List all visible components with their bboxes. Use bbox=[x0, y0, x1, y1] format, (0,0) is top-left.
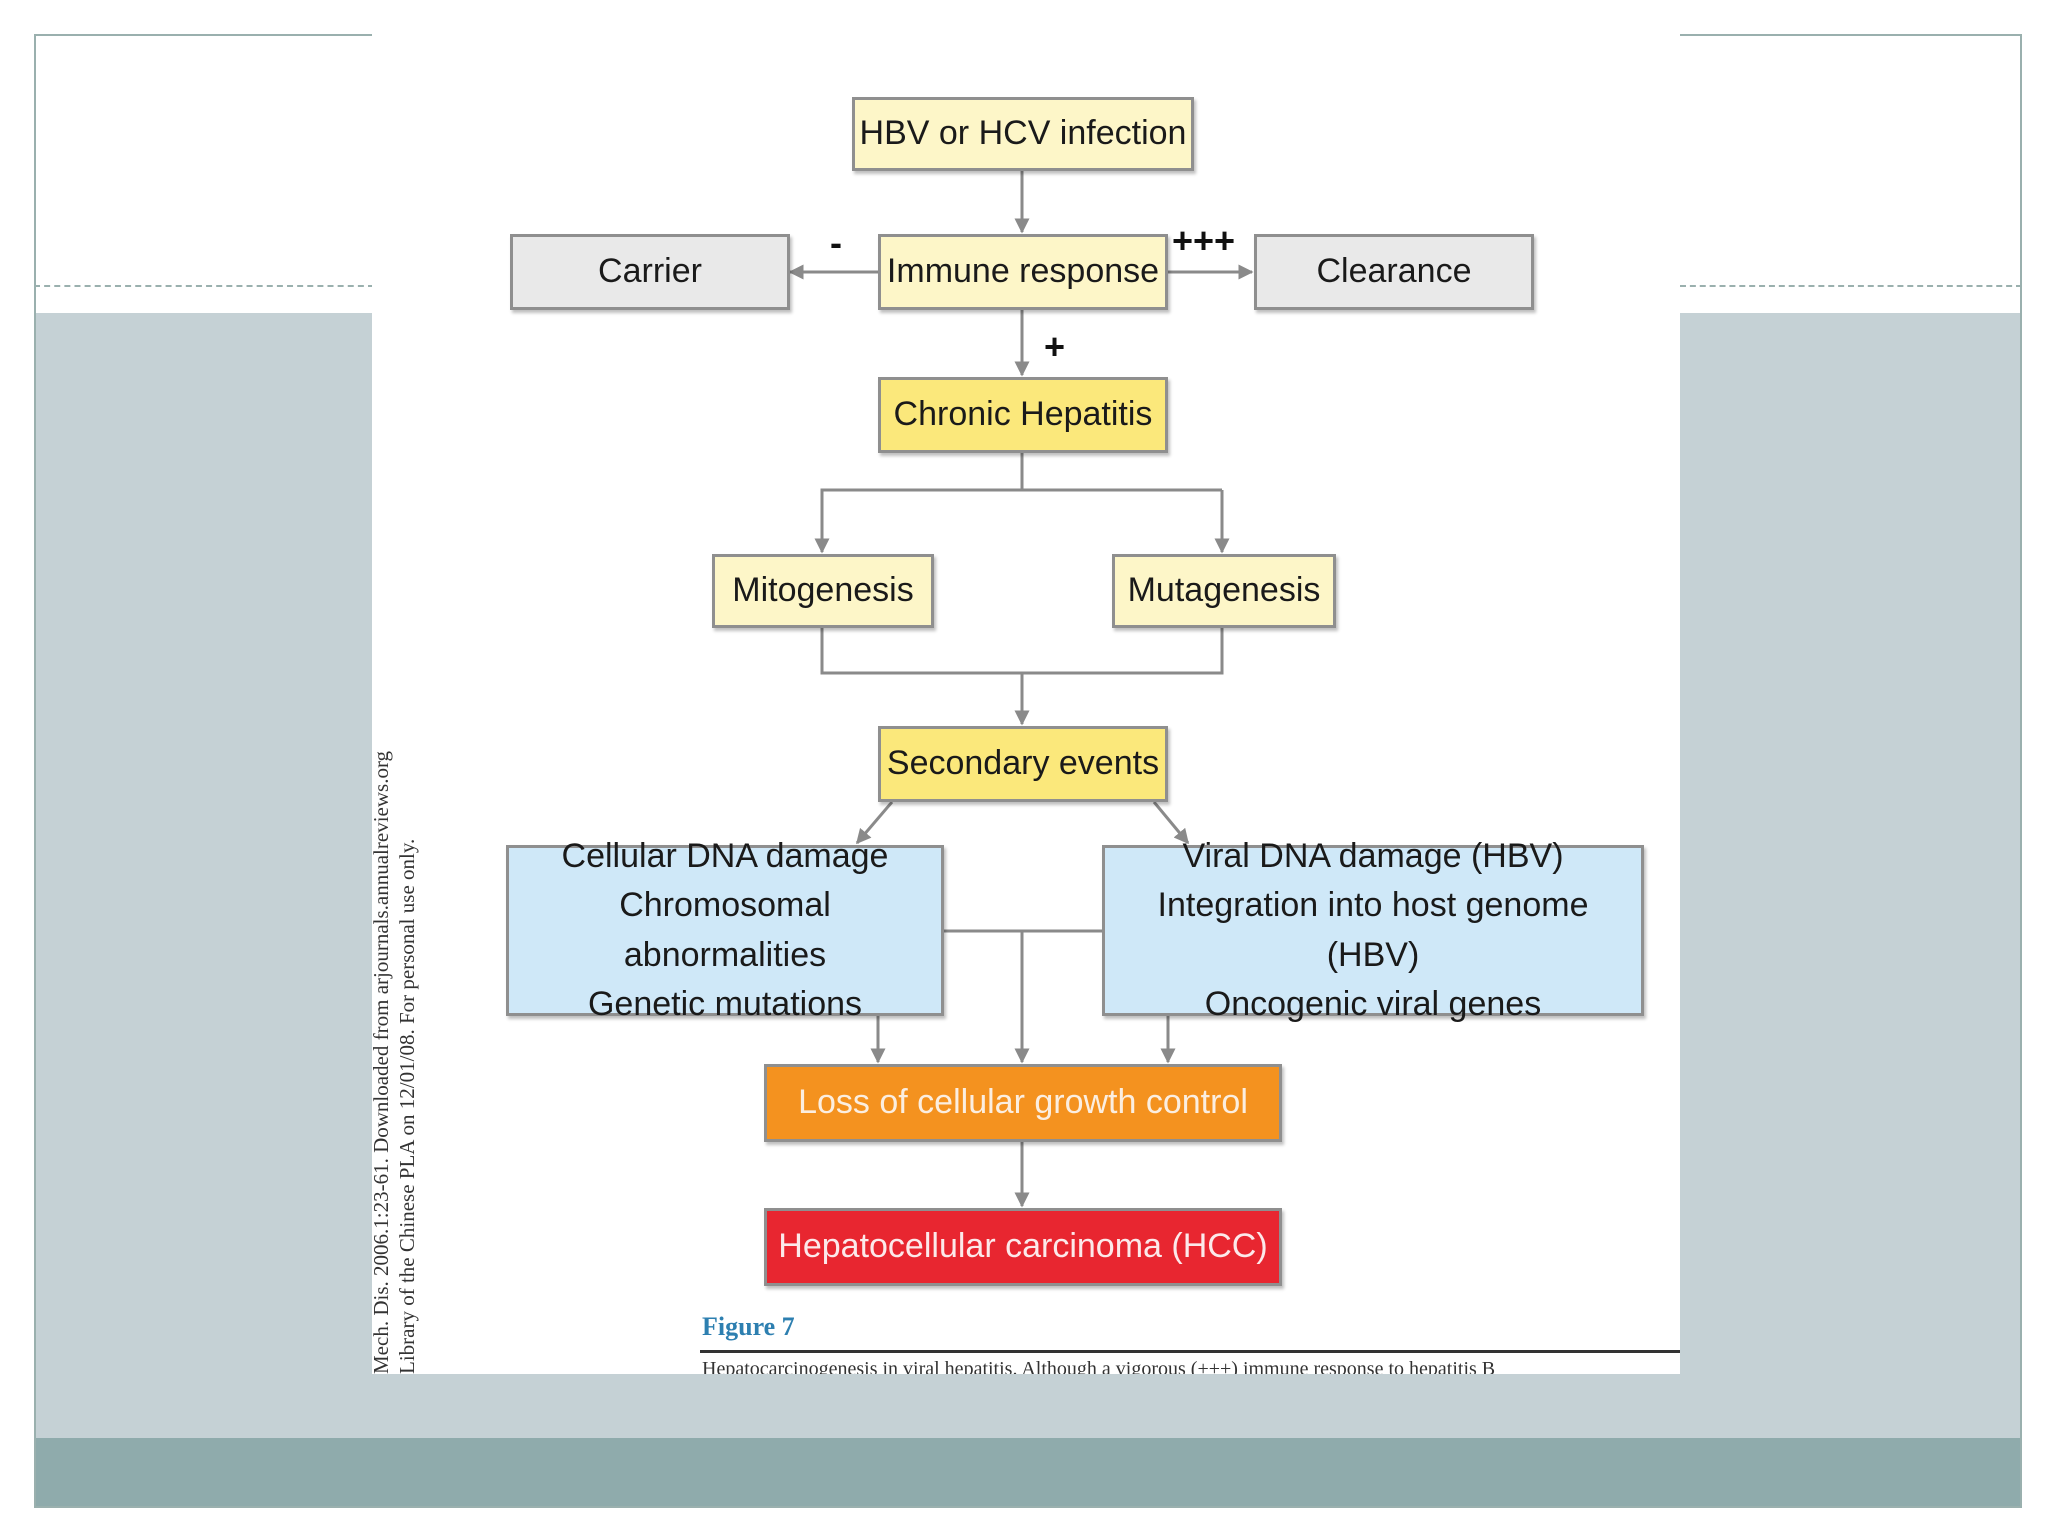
side-note-line-1: Mech. Dis. 2006.1:23-61. Downloaded from… bbox=[372, 750, 393, 1374]
node-hcc: Hepatocellular carcinoma (HCC) bbox=[764, 1208, 1282, 1286]
cellular-line-2: Chromosomal abnormalities bbox=[619, 886, 831, 974]
cellular-line-1: Cellular DNA damage bbox=[561, 836, 889, 875]
dashed-divider-right bbox=[1680, 285, 2022, 287]
figure-label: Figure 7 bbox=[702, 1312, 795, 1341]
node-loss-of-growth-control: Loss of cellular growth control bbox=[764, 1064, 1282, 1142]
figure-rule bbox=[700, 1350, 1680, 1353]
side-note-line-2: Library of the Chinese PLA on 12/01/08. … bbox=[395, 838, 420, 1374]
node-chronic-label: Chronic Hepatitis bbox=[893, 395, 1153, 434]
node-infection: HBV or HCV infection bbox=[852, 97, 1194, 171]
node-mitogenesis-label: Mitogenesis bbox=[732, 571, 914, 610]
node-mutagenesis-label: Mutagenesis bbox=[1127, 571, 1321, 610]
node-chronic-hepatitis: Chronic Hepatitis bbox=[878, 377, 1168, 453]
node-viral-damage: Viral DNA damage (HBV) Integration into … bbox=[1102, 837, 1644, 1023]
node-secondary-label: Secondary events bbox=[886, 744, 1160, 783]
edge-chronic-mitogenesis bbox=[814, 453, 1024, 554]
node-clearance: Clearance bbox=[1254, 234, 1534, 310]
node-carrier: Carrier bbox=[510, 234, 790, 310]
edge-secondary-cellular bbox=[855, 801, 894, 845]
figure-caption-cut: Hepatocarcinogenesis in viral hepatitis.… bbox=[702, 1358, 1496, 1374]
cellular-line-3: Genetic mutations bbox=[587, 984, 863, 1023]
edge-mito-muta-merge bbox=[820, 628, 1224, 675]
node-clearance-label: Clearance bbox=[1316, 252, 1472, 291]
node-carrier-label: Carrier bbox=[598, 252, 702, 291]
node-immune-label: Immune response bbox=[886, 252, 1160, 291]
node-cellular-damage: Cellular DNA damage Chromosomal abnormal… bbox=[506, 837, 944, 1023]
sign-triple-plus: +++ bbox=[1172, 220, 1236, 261]
node-infection-label: HBV or HCV infection bbox=[859, 114, 1187, 153]
dashed-divider-left bbox=[34, 285, 374, 287]
side-download-note: Mech. Dis. 2006.1:23-61. Downloaded from… bbox=[372, 751, 421, 1374]
connector-lines bbox=[788, 171, 1254, 1208]
sign-minus: - bbox=[830, 222, 842, 263]
sign-plus: + bbox=[1044, 326, 1066, 367]
slide-bottom-band bbox=[34, 1438, 2022, 1508]
node-mitogenesis: Mitogenesis bbox=[712, 554, 934, 628]
node-secondary-events: Secondary events bbox=[878, 726, 1168, 802]
node-hcc-label: Hepatocellular carcinoma (HCC) bbox=[778, 1227, 1268, 1266]
node-immune-response: Immune response bbox=[878, 234, 1168, 310]
viral-line-3: Oncogenic viral genes bbox=[1204, 984, 1542, 1023]
node-mutagenesis: Mutagenesis bbox=[1112, 554, 1336, 628]
edge-secondary-viral bbox=[1152, 801, 1190, 845]
viral-line-1: Viral DNA damage (HBV) bbox=[1182, 836, 1564, 875]
viral-line-2: Integration into host genome (HBV) bbox=[1157, 886, 1589, 974]
node-loss-label: Loss of cellular growth control bbox=[798, 1083, 1248, 1122]
figure-image: HBV or HCV infection Carrier Immune resp… bbox=[372, 0, 1680, 1374]
